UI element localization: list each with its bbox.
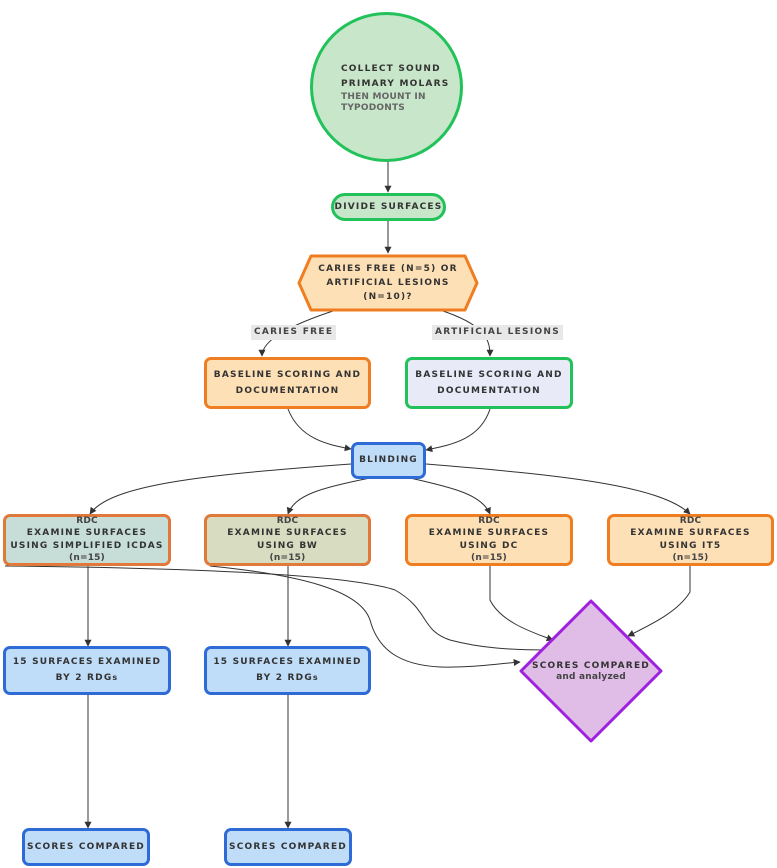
edge-label-artificial-lesions: ARTIFICIAL LESIONS: [432, 325, 564, 340]
scores-right-node: SCORES COMPARED: [224, 828, 352, 866]
rdc-icdas-line1: EXAMINE SURFACES: [26, 528, 148, 538]
blinding-label: BLINDING: [359, 455, 418, 465]
rdc-dc-title: RDC: [478, 516, 500, 526]
edge-it5-analyzed: [627, 566, 691, 637]
scores-analyzed-line2: and analyzed: [556, 671, 626, 682]
collect-line1: COLLECT SOUND: [341, 64, 441, 74]
collect-line2: PRIMARY MOLARS: [341, 79, 450, 89]
scores-left-node: SCORES COMPARED: [22, 828, 150, 866]
rdc-it5-title: RDC: [679, 516, 702, 526]
edge-blinding-icdas: [89, 463, 352, 515]
baseline-left-line1: BASELINE SCORING AND: [213, 370, 362, 380]
scores-analyzed-diamond: [519, 599, 663, 743]
examined-left-line2: BY 2 RDGs: [56, 670, 119, 686]
rdc-dc-node: RDC EXAMINE SURFACES USING DC (n=15): [405, 514, 573, 566]
examined-right-line1: 15 SURFACES EXAMINED: [213, 657, 362, 667]
rdc-it5-line2: USING IT5: [659, 541, 722, 551]
decision-line2: ARTIFICIAL LESIONS: [326, 278, 450, 288]
rdc-dc-count: (n=15): [471, 553, 507, 563]
baseline-left-node: BASELINE SCORING AND DOCUMENTATION: [204, 357, 371, 409]
collect-line3: THEN MOUNT IN: [341, 92, 426, 102]
rdc-bw-count: (n=15): [269, 553, 306, 563]
scores-left-label: SCORES COMPARED: [27, 841, 145, 852]
examined-left-line1: 15 SURFACES EXAMINED: [12, 657, 162, 667]
rdc-it5-count: (n=15): [672, 553, 709, 563]
edge-icdas-analyzed: [4, 565, 551, 654]
rdc-bw-line2: USING BW: [256, 541, 319, 551]
rdc-dc-line1: EXAMINE SURFACES: [428, 528, 550, 538]
edge-right-blinding: [425, 408, 491, 453]
examined-right-line2-main: BY 2 RDG: [256, 673, 313, 683]
examined-left-line2-suffix: s: [112, 673, 119, 682]
edge-dc-analyzed: [489, 566, 554, 642]
edge-bw-analyzed: [209, 565, 521, 668]
scores-analyzed-node: SCORES COMPARED and analyzed: [518, 598, 664, 744]
decision-line3: (N=10)?: [363, 292, 413, 302]
scores-analyzed-line1: SCORES COMPARED: [532, 660, 650, 671]
examined-right-line2: BY 2 RDGs: [256, 670, 319, 686]
baseline-right-line1: BASELINE SCORING AND: [415, 370, 563, 380]
collect-molars-node: COLLECT SOUND PRIMARY MOLARS THEN MOUNT …: [310, 12, 463, 162]
examined-left-line2-main: BY 2 RDG: [55, 673, 113, 683]
rdc-bw-node: RDC EXAMINE SURFACES USING BW (n=15): [204, 514, 371, 566]
rdc-dc-line2: USING DC: [459, 541, 519, 551]
rdc-icdas-node: RDC EXAMINE SURFACES USING SIMPLIFIED IC…: [3, 514, 171, 566]
rdc-icdas-count: (n=15): [69, 553, 105, 563]
edge-left-blinding: [287, 408, 352, 452]
collect-line4: TYPODONTS: [341, 103, 405, 113]
baseline-right-line2: DOCUMENTATION: [437, 386, 541, 396]
rdc-icdas-line2: USING SIMPLIFIED ICDAS: [10, 541, 164, 551]
decision-line1: CARIES FREE (N=5) OR: [318, 264, 458, 274]
scores-right-label: SCORES COMPARED: [229, 841, 347, 852]
baseline-left-line2: DOCUMENTATION: [235, 386, 340, 396]
divide-surfaces-node: DIVIDE SURFACES: [331, 193, 446, 221]
edge-blinding-bw: [286, 477, 371, 515]
rdc-it5-line1: EXAMINE SURFACES: [630, 528, 751, 538]
edge-blinding-it5: [425, 463, 691, 515]
rdc-bw-line1: EXAMINE SURFACES: [227, 528, 348, 538]
rdc-bw-title: RDC: [276, 516, 299, 526]
edge-label-caries-free: CARIES FREE: [251, 325, 337, 340]
blinding-node: BLINDING: [351, 442, 426, 479]
decision-hexagon: [297, 254, 479, 312]
examined-left-node: 15 SURFACES EXAMINED BY 2 RDGs: [3, 646, 171, 695]
baseline-right-node: BASELINE SCORING AND DOCUMENTATION: [405, 357, 573, 409]
rdc-icdas-title: RDC: [76, 516, 98, 526]
examined-right-line2-suffix: s: [312, 673, 319, 682]
examined-right-node: 15 SURFACES EXAMINED BY 2 RDGs: [204, 646, 371, 695]
decision-node: CARIES FREE (N=5) OR ARTIFICIAL LESIONS …: [297, 254, 479, 312]
divide-label: DIVIDE SURFACES: [334, 201, 443, 212]
edge-blinding-dc: [409, 477, 491, 515]
rdc-it5-node: RDC EXAMINE SURFACES USING IT5 (n=15): [607, 514, 774, 566]
